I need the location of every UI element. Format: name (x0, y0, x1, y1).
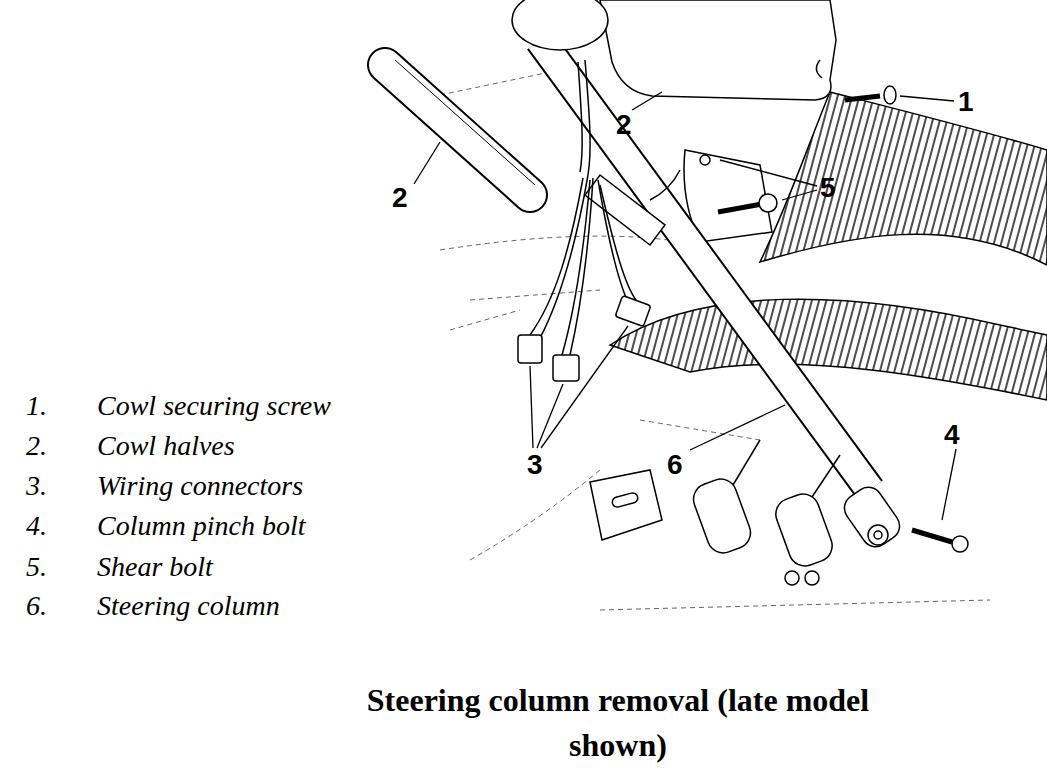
column-clamp (839, 482, 905, 552)
leader-line (537, 384, 563, 448)
cowl-left-half (395, 60, 535, 185)
leader-line (720, 160, 817, 186)
legend-number: 6. (26, 592, 47, 620)
column-clamp (839, 482, 905, 552)
legend-number: 1. (26, 392, 47, 420)
legend-number: 3. (26, 472, 47, 500)
legend-text: Cowl halves (97, 432, 235, 460)
pedal (590, 440, 840, 585)
background-structure (450, 310, 520, 330)
wiring-harness (585, 60, 590, 175)
callout-number: 2 (392, 184, 408, 212)
leader-line (541, 326, 628, 448)
cowl-screw (884, 86, 896, 104)
wiring-connector (518, 296, 651, 381)
pedal (810, 455, 840, 500)
cowl-left-half (385, 65, 530, 195)
pinch-bolt (912, 530, 952, 542)
callout-number: 5 (820, 174, 836, 202)
steering-column (512, 0, 608, 50)
wiring-harness (570, 178, 593, 355)
pedal (611, 492, 639, 508)
wiring-harness (600, 185, 636, 300)
legend-text: Shear bolt (97, 553, 213, 581)
lower-hose (610, 299, 1047, 400)
steering-column (650, 170, 680, 200)
upper-hose (760, 92, 1047, 265)
cowl-right-half (600, 0, 836, 100)
upper-hose (760, 92, 1047, 265)
steering-column (540, 40, 870, 490)
background-structure (640, 420, 760, 440)
cowl-screw (845, 86, 896, 104)
pedal (771, 490, 836, 571)
legend-text: Wiring connectors (97, 472, 303, 500)
pedal (730, 440, 760, 490)
legend-number: 5. (26, 553, 47, 581)
cowl-left-half (385, 65, 530, 195)
leader-line (414, 92, 956, 520)
shear-bolt (759, 194, 777, 212)
leader-line (900, 96, 954, 101)
pedal (689, 475, 755, 558)
steering-column (512, 0, 870, 490)
shear-bolt-bracket (700, 155, 710, 165)
leader-line (782, 190, 817, 200)
legend-number: 4. (26, 512, 47, 540)
callout-number: 4 (944, 421, 960, 449)
callout-number: 2 (616, 111, 632, 139)
leader-line (414, 142, 440, 184)
cowl-left-half (385, 60, 535, 195)
wiring-harness (562, 180, 590, 355)
cowl-right-half (816, 60, 822, 78)
background-structure (600, 600, 990, 610)
leader-line (690, 405, 785, 450)
pinch-bolt (952, 536, 968, 552)
legend-text: Column pinch bolt (97, 512, 305, 540)
steering-column (540, 40, 870, 490)
figure-caption: Steering column removal (late model show… (318, 678, 918, 768)
cowl-right-half (600, 0, 836, 100)
callout-number: 6 (667, 451, 683, 479)
column-clamp (874, 531, 882, 539)
wiring-harness (530, 178, 583, 335)
leader-line (530, 366, 533, 448)
legend-text: Cowl securing screw (97, 392, 331, 420)
shear-bolt (718, 204, 762, 212)
wiring-harness (578, 62, 582, 172)
background-structure (470, 470, 600, 560)
lower-hose (610, 299, 1047, 400)
callout-number: 3 (527, 451, 543, 479)
leader-line (942, 449, 956, 520)
pedal (785, 571, 799, 585)
background-structure (440, 70, 560, 95)
leader-line (632, 92, 662, 110)
cowl-screw (845, 96, 880, 100)
pinch-bolt (912, 530, 968, 552)
pedal (805, 571, 819, 585)
column-clamp (868, 525, 888, 545)
shear-bolt (718, 194, 777, 212)
pedal (590, 470, 662, 540)
steering-column (585, 175, 665, 245)
wiring-connector (553, 355, 579, 381)
legend-text: Steering column (97, 592, 280, 620)
wiring-connector (615, 296, 651, 327)
callout-number: 1 (958, 88, 974, 116)
wiring-connector (518, 335, 542, 363)
legend-number: 2. (26, 432, 47, 460)
